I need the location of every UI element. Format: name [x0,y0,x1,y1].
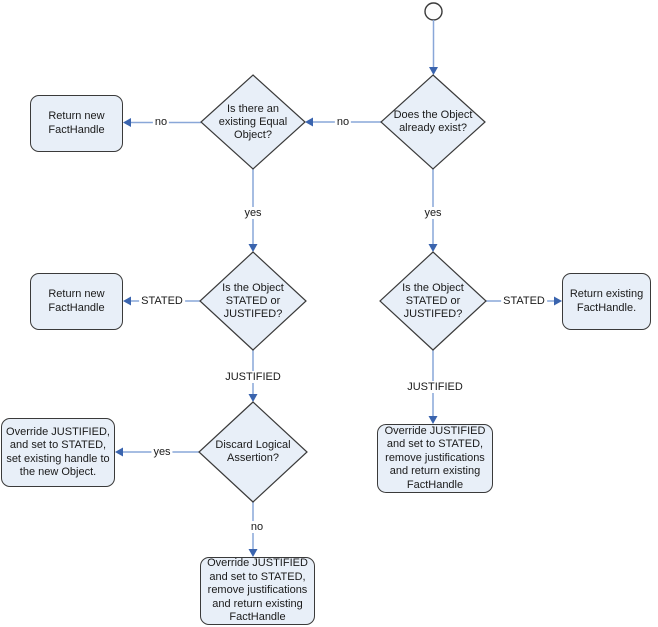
edge-label-equal-no: no [152,116,170,128]
node-text: Return new FactHandle [48,110,105,136]
edge-label-exist-no: no [334,116,352,128]
edge-label-exist-yes: yes [422,207,444,219]
arrowhead-stated-left [123,296,131,306]
arrowhead-start-to-exist [429,67,438,75]
diamond-stated-or-justified-left [199,251,307,351]
diamond-existing-equal-object [200,74,306,170]
arrowhead-justified-right [428,416,438,424]
arrowhead-discard-yes [115,447,123,457]
arrowhead-exist-yes [428,244,438,252]
node-override-set-existing-handle: Override JUSTIFIED, and set to STATED, s… [1,418,115,487]
arrowhead-discard-no [248,549,258,557]
edge-label-stated-left: STATED [139,295,185,307]
edge-label-equal-yes: yes [242,207,264,219]
diamond-discard-logical-assertion [198,401,308,503]
edge-label-stated-right: STATED [501,295,547,307]
node-text: Return existing FactHandle. [569,288,644,314]
diamond-does-object-exist [380,74,486,170]
node-text: Override JUSTIFIED, and set to STATED, s… [6,425,110,479]
node-return-existing-facthandle: Return existing FactHandle. [562,273,651,330]
node-text: Return new FactHandle [48,288,105,314]
arrowhead-exist-to-equal [305,117,313,127]
edge-label-discard-yes: yes [151,446,173,458]
node-return-new-facthandle-top: Return new FactHandle [30,95,123,152]
arrowhead-stated-right [554,296,562,306]
edge-label-justified-right: JUSTIFIED [405,381,465,393]
node-return-new-facthandle-mid: Return new FactHandle [30,273,123,330]
edge-label-discard-no: no [248,521,266,533]
arrowhead-equal-yes [248,244,258,252]
node-text: Override JUSTIFIED and set to STATED, re… [384,424,486,491]
start-node [424,2,443,21]
node-override-remove-justifications-right: Override JUSTIFIED and set to STATED, re… [377,424,493,493]
diamond-stated-or-justified-right [379,251,487,351]
node-override-remove-justifications-bottom: Override JUSTIFIED and set to STATED, re… [200,557,315,625]
arrowhead-justified-left [248,394,258,402]
edge-label-justified-left: JUSTIFIED [223,371,283,383]
node-text: Override JUSTIFIED and set to STATED, re… [207,557,308,624]
arrowhead-equal-to-return-new-top [123,118,131,127]
